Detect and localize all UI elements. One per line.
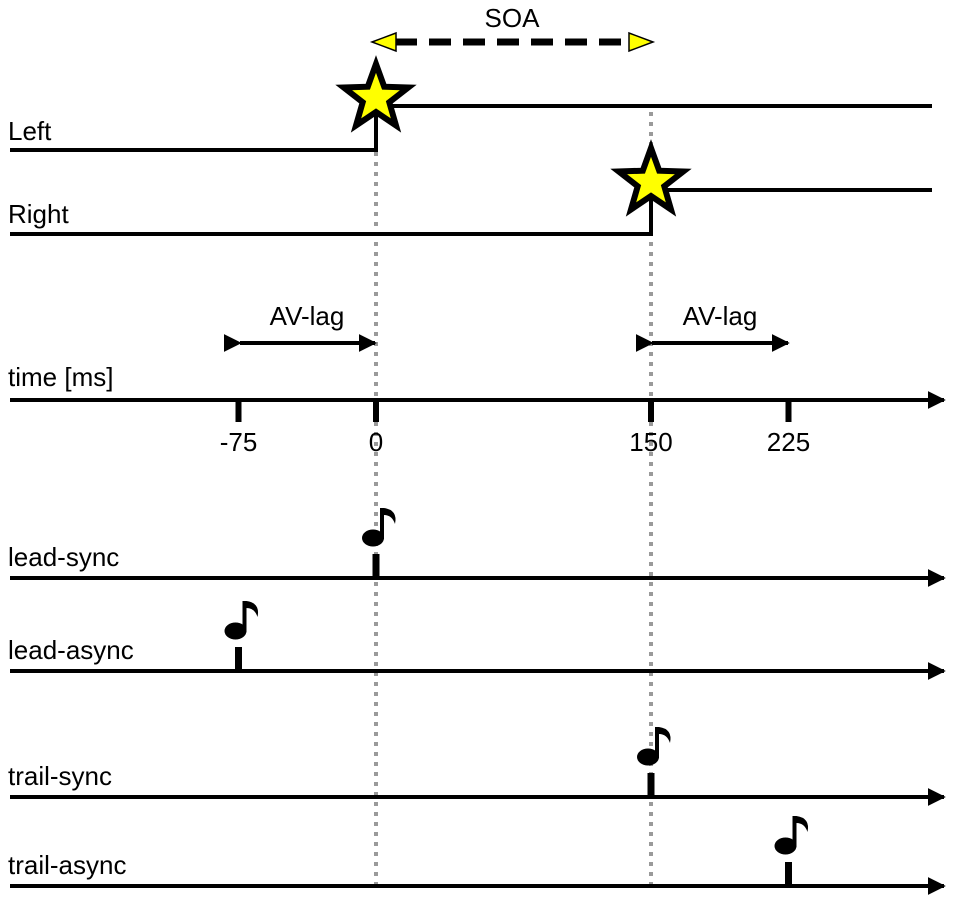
right-step-line — [10, 188, 932, 236]
soa-arrowhead-left — [369, 31, 397, 53]
av-lag-right: AV-lag — [635, 301, 790, 352]
music-note-icon — [362, 508, 396, 578]
condition-trail-sync: trail-sync — [8, 727, 946, 806]
soa-arrowhead-right — [628, 31, 656, 53]
condition-trail-async: trail-async — [8, 816, 946, 895]
av-lag-right-label: AV-lag — [683, 301, 758, 331]
music-note-icon — [637, 727, 671, 797]
left-stimulus-trace: Left — [8, 55, 932, 152]
soa-label: SOA — [485, 3, 541, 33]
right-label: Right — [8, 199, 69, 229]
right-star-icon — [610, 139, 692, 217]
time-axis-label: time [ms] — [8, 362, 113, 392]
condition-label: trail-sync — [8, 761, 112, 791]
tick-label-0: 0 — [369, 427, 383, 457]
left-step-line — [10, 104, 932, 152]
condition-label: lead-async — [8, 635, 134, 665]
time-axis: time [ms] -75 0 150 225 — [8, 362, 946, 457]
condition-label: trail-async — [8, 850, 126, 880]
right-stimulus-trace: Right — [8, 139, 932, 236]
left-star-icon — [335, 55, 417, 133]
condition-label: lead-sync — [8, 542, 119, 572]
music-note-icon — [224, 601, 259, 671]
condition-lead-sync: lead-sync — [8, 508, 946, 587]
condition-lead-async: lead-async — [8, 601, 946, 680]
tick-label-150: 150 — [629, 427, 672, 457]
time-axis-ticks: -75 0 150 225 — [220, 400, 810, 457]
left-label: Left — [8, 116, 52, 146]
av-lag-left-label: AV-lag — [270, 301, 345, 331]
soa-arrow: SOA — [369, 3, 656, 53]
condition-timelines: lead-sync lead-async trail-sync trail-async — [8, 508, 946, 895]
tick-label--75: -75 — [220, 427, 258, 457]
tick-label-225: 225 — [767, 427, 810, 457]
music-note-icon — [774, 816, 809, 886]
av-lag-left: AV-lag — [223, 301, 377, 352]
